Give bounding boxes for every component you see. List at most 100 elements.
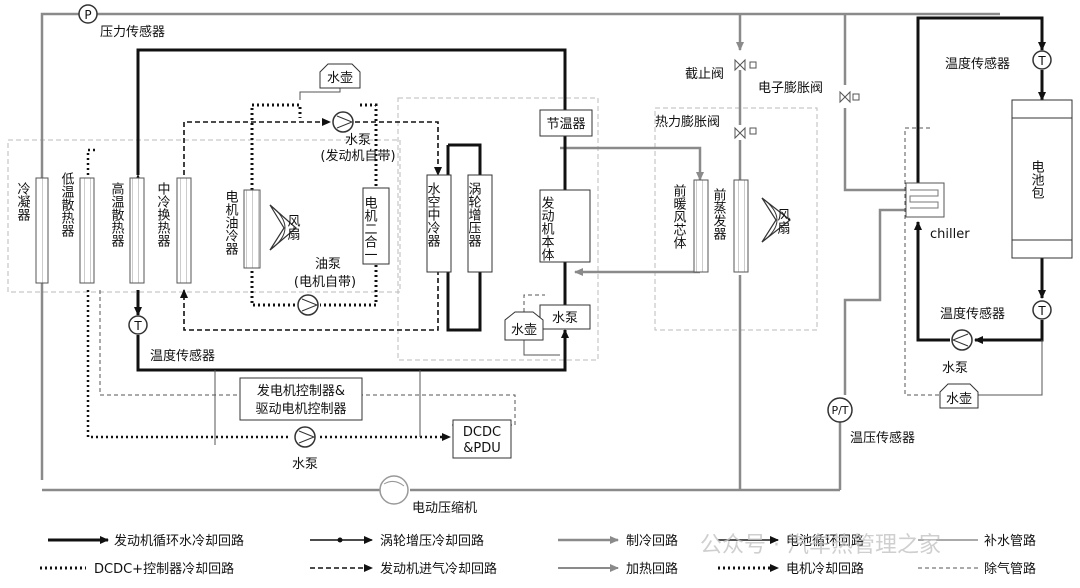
fan-2-label: 风扇 xyxy=(775,208,791,234)
legend-intake-loop-label: 发动机进气冷却回路 xyxy=(380,561,497,577)
temp-top-right-symbol: T xyxy=(1037,54,1046,68)
makeup-lines xyxy=(214,88,1043,445)
legend-dcdc-loop-label: DCDC+控制器冷却回路 xyxy=(94,561,234,577)
pressure-sensor: P 压力传感器 xyxy=(78,4,165,40)
fan-1: 风扇 xyxy=(269,204,300,251)
engine-module-box xyxy=(397,97,599,361)
pressure-sensor-label: 压力传感器 xyxy=(100,24,165,40)
temp-sensor-left-label: 温度传感器 xyxy=(150,348,215,364)
heater-core: 前暖风芯体 xyxy=(671,179,709,273)
controller-line2: 驱动电机控制器 xyxy=(255,402,346,417)
turbocharger: 涡轮增压器 xyxy=(466,174,493,273)
kettle-right: 水壶 xyxy=(939,383,979,409)
low-temp-radiator-label: 低温散热器 xyxy=(59,172,75,238)
thermostat-label: 节温器 xyxy=(546,117,585,132)
compressor-label: 电动压缩机 xyxy=(412,500,477,516)
battery-loop xyxy=(914,16,1046,344)
dcdc-box: DCDC &PDU xyxy=(452,419,512,459)
turbocharger-label: 涡轮增压器 xyxy=(466,182,482,248)
controller-line1: 发电机控制器& xyxy=(257,383,345,399)
legend-dcdc-loop: DCDC+控制器冷却回路 xyxy=(40,561,234,577)
mid-heat-exchanger: 中冷换热器 xyxy=(155,177,192,284)
thermostat: 节温器 xyxy=(539,109,593,137)
front-end-module-box xyxy=(7,139,401,293)
thermal-expansion-valve-label: 热力膨胀阀 xyxy=(655,115,720,130)
intercooler-label: 水空中冷器 xyxy=(425,182,441,248)
chiller: chiller xyxy=(905,182,970,242)
condenser: 冷凝器 xyxy=(15,177,49,284)
legend-degas-line: 除气管路 xyxy=(918,561,1036,577)
front-evaporator-label: 前蒸发器 xyxy=(711,187,727,241)
electronic-expansion-valve-label: 电子膨胀阀 xyxy=(758,81,823,96)
legend-turbo-loop-label: 涡轮增压冷却回路 xyxy=(380,533,484,549)
legend-engine-loop: 发动机循环水冷却回路 xyxy=(48,533,244,549)
oil-pump-label: 油泵 xyxy=(315,257,341,272)
pump-mid-label: 水泵 xyxy=(552,311,578,326)
legend-motor-loop: 电机冷却回路 xyxy=(718,561,864,577)
mid-heat-exchanger-label: 中冷换热器 xyxy=(155,182,171,248)
compressor: 电动压缩机 xyxy=(379,475,477,516)
electronic-expansion-valve: 电子膨胀阀 xyxy=(758,81,860,104)
condenser-label: 冷凝器 xyxy=(15,182,31,222)
legend-makeup-water-label: 补水管路 xyxy=(984,533,1036,549)
temp-sensor-mid-right: T 温度传感器 xyxy=(940,300,1052,322)
pump-top-sub-label: (发动机自带) xyxy=(320,148,395,164)
temp-sensor-left: T 温度传感器 xyxy=(128,315,215,364)
pt-symbol: P/T xyxy=(831,404,848,417)
hvac-module-box xyxy=(654,107,818,331)
kettle-mid-label: 水壶 xyxy=(511,323,537,338)
oil-pump: 油泵 (电机自带) xyxy=(294,257,356,316)
front-evaporator: 前蒸发器 xyxy=(711,179,749,273)
legend-refrigeration-loop: 制冷回路 xyxy=(558,533,678,549)
legend: 发动机循环水冷却回路 涡轮增压冷却回路 制冷回路 电池循环回路 补水管路 DCD… xyxy=(40,533,1036,577)
pump-top-label: 水泵 xyxy=(345,133,371,148)
legend-heating-loop: 加热回路 xyxy=(558,561,678,577)
intake-cooling-loop xyxy=(180,118,442,331)
motor-oil-cooler: 电机油冷器 xyxy=(223,189,261,269)
legend-motor-loop-label: 电机冷却回路 xyxy=(786,561,864,577)
legend-turbo-loop: 涡轮增压冷却回路 xyxy=(310,533,484,549)
kettle-top-label: 水壶 xyxy=(327,71,353,86)
pump-bottom: 水泵 xyxy=(292,426,318,472)
engine-body-label: 发动机本体 xyxy=(539,195,555,261)
kettle-right-label: 水壶 xyxy=(946,392,972,407)
dcdc-line2: &PDU xyxy=(463,441,501,456)
shutoff-valve-label: 截止阀 xyxy=(685,67,724,82)
oil-pump-sub-label: (电机自带) xyxy=(294,275,356,290)
legend-battery-loop-label: 电池循环回路 xyxy=(786,533,864,549)
dcdc-line1: DCDC xyxy=(463,425,501,440)
motor-oil-cooler-label: 电机油冷器 xyxy=(223,190,239,256)
shutoff-valve: 截止阀 xyxy=(685,58,757,82)
motor-cooling-loop xyxy=(250,103,378,307)
temp-sensor-top-right: T 温度传感器 xyxy=(945,50,1052,72)
pump-right-label: 水泵 xyxy=(942,361,968,376)
dcdc-cooling-loop xyxy=(86,148,451,441)
pt-sensor: P/T 温压传感器 xyxy=(827,397,915,446)
thermal-expansion-valve: 热力膨胀阀 xyxy=(655,115,757,140)
high-temp-radiator-label: 高温散热器 xyxy=(109,181,125,248)
motor-2in1: 电机二合一 xyxy=(362,187,390,265)
engine-cooling-loop xyxy=(134,48,569,372)
heater-core-label: 前暖风芯体 xyxy=(671,183,687,249)
motor-2in1-label: 电机二合一 xyxy=(362,196,378,261)
water-air-intercooler: 水空中冷器 xyxy=(425,174,452,273)
legend-degas-line-label: 除气管路 xyxy=(984,561,1036,577)
pt-sensor-label: 温压传感器 xyxy=(850,430,915,446)
temp-sensor-mid-right-label: 温度传感器 xyxy=(940,306,1005,322)
legend-makeup-water: 补水管路 xyxy=(918,533,1036,549)
legend-refrigeration-loop-label: 制冷回路 xyxy=(626,533,678,549)
engine-body: 发动机本体 xyxy=(539,189,591,263)
pump-mid: 水泵 xyxy=(539,304,591,330)
battery-pack-label: 电池包 xyxy=(1029,160,1045,199)
legend-battery-loop: 电池循环回路 xyxy=(718,533,864,549)
legend-intake-loop: 发动机进气冷却回路 xyxy=(310,561,497,577)
pressure-symbol: P xyxy=(84,8,91,22)
high-temp-radiator: 高温散热器 xyxy=(109,177,145,284)
kettle-mid: 水壶 xyxy=(504,311,544,341)
legend-engine-loop-label: 发动机循环水冷却回路 xyxy=(114,533,244,549)
degas-lines xyxy=(99,127,940,426)
battery-pack: 电池包 xyxy=(1011,99,1073,259)
fan-2: 风扇 xyxy=(761,197,791,243)
